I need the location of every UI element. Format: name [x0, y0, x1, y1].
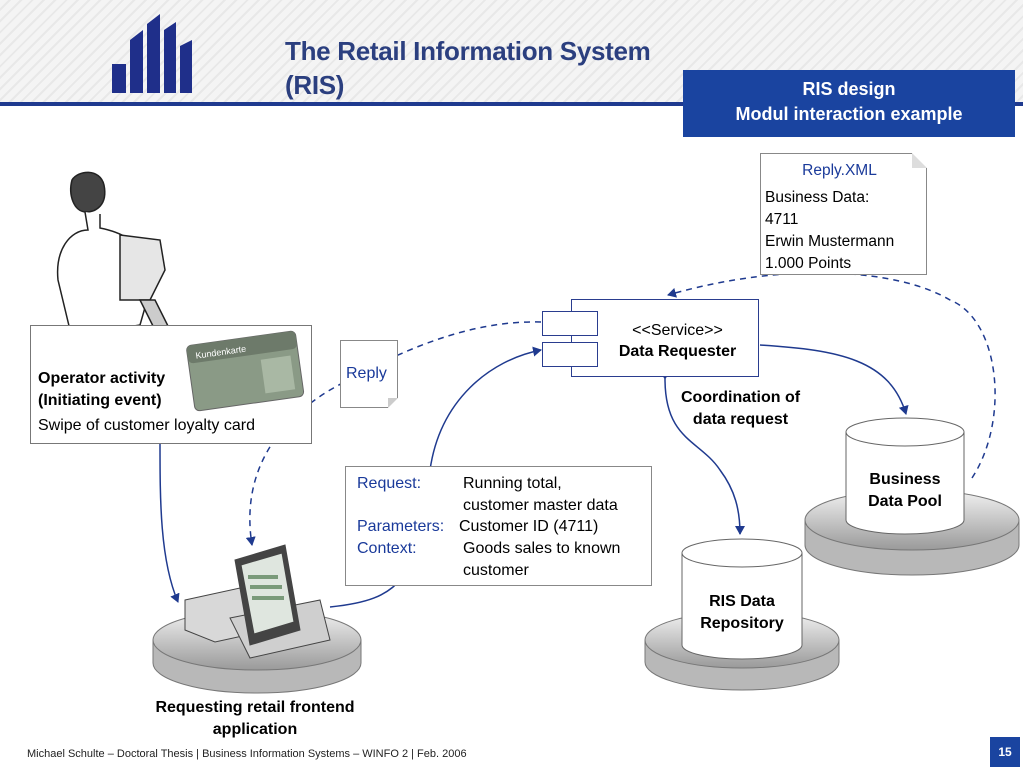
parameters-key: Parameters:	[357, 518, 445, 535]
ris-box-line2: Modul interaction example	[735, 104, 963, 124]
ris-repository-label: RIS Data Repository	[682, 591, 802, 635]
reply-xml-note: Reply.XML Business Data: 4711 Erwin Must…	[760, 153, 927, 275]
coordination-line1: Coordination of	[680, 389, 801, 406]
coordination-line2: data request	[692, 411, 789, 428]
business-pool-line2: Data Pool	[868, 493, 942, 510]
operator-title-line1: Operator activity	[38, 370, 166, 387]
context-key: Context:	[357, 540, 417, 557]
business-pool-line1: Business	[869, 471, 941, 488]
business-pool-label: Business Data Pool	[846, 469, 964, 513]
coordination-label: Coordination of data request	[668, 387, 813, 431]
operator-subtitle: Swipe of customer loyalty card	[38, 417, 255, 434]
page-number: 15	[990, 737, 1020, 767]
reply-xml-line: Business Data:	[765, 189, 870, 206]
reply-note-label: Reply	[346, 365, 387, 382]
reply-note: Reply	[340, 340, 398, 408]
ris-repository-line1: RIS Data	[709, 593, 775, 610]
note-fold-corner	[388, 398, 398, 408]
ris-box-line1: RIS design	[802, 79, 896, 99]
pos-terminal-image	[184, 544, 331, 659]
reply-xml-line: 1.000 Points	[765, 255, 852, 272]
request-key: Request:	[357, 475, 422, 492]
context-value: Goods sales to known	[463, 540, 621, 557]
reply-xml-line: Erwin Mustermann	[765, 233, 895, 250]
component-port-bottom	[542, 342, 598, 367]
component-port-top	[542, 311, 598, 336]
reply-xml-title: Reply.XML	[802, 162, 877, 179]
reply-xml-line: 4711	[765, 211, 799, 228]
note-fold-corner	[912, 153, 927, 168]
service-name: Data Requester	[618, 343, 737, 360]
slide-title-line2: (RIS)	[285, 70, 345, 100]
frontend-label-line1: Requesting retail frontend	[155, 699, 355, 716]
frontend-label-line2: application	[212, 721, 298, 738]
service-label: <<Service>> Data Requester	[600, 320, 755, 362]
header-rule	[0, 102, 1023, 106]
parameters-value: Customer ID (4711)	[459, 518, 599, 535]
ris-design-box: RIS design Modul interaction example	[683, 70, 1015, 137]
operator-title: Operator activity (Initiating event)	[38, 368, 165, 412]
ris-repository-line2: Repository	[700, 615, 784, 632]
arrow-operator-to-frontend	[159, 441, 180, 603]
data-requester-component	[571, 299, 759, 377]
service-stereotype: <<Service>>	[632, 322, 723, 339]
context-value: customer	[463, 562, 529, 579]
frontend-label: Requesting retail frontend application	[120, 697, 390, 741]
frontend-platform	[152, 609, 362, 694]
request-value: customer master data	[463, 497, 618, 514]
slide-title-line1: The Retail Information System	[285, 36, 651, 66]
footer-text: Michael Schulte – Doctoral Thesis | Busi…	[27, 748, 467, 760]
request-details-box	[345, 466, 652, 586]
request-value: Running total,	[463, 475, 562, 492]
operator-title-line2: (Initiating event)	[38, 392, 162, 409]
